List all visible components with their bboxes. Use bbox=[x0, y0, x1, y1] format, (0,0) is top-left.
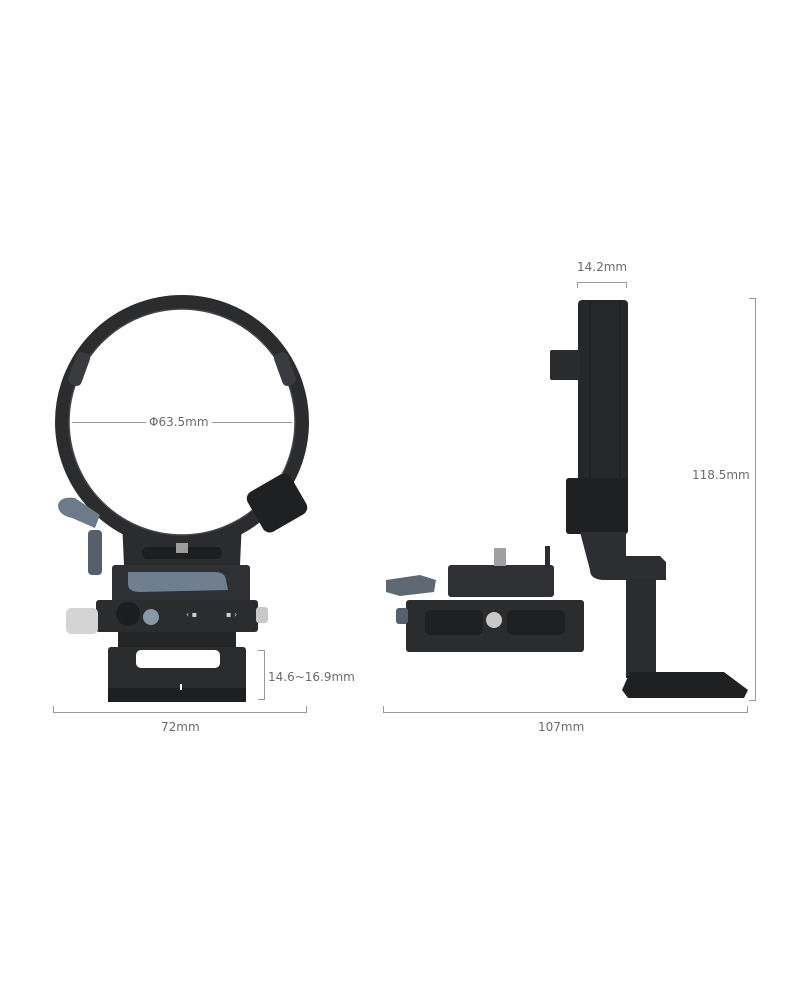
height-adjust-line bbox=[264, 650, 265, 700]
ring-thickness-tick-left bbox=[577, 282, 578, 288]
front-width-tick-left bbox=[53, 706, 54, 713]
ring-thickness-label: 14.2mm bbox=[577, 260, 628, 274]
front-view-drawing: ‹ ▪ ▪ › bbox=[55, 295, 309, 702]
svg-text:‹ ▪: ‹ ▪ bbox=[186, 610, 197, 619]
side-length-tick-left bbox=[383, 706, 384, 713]
side-length-line bbox=[383, 712, 748, 713]
total-height-tick-top bbox=[749, 298, 756, 299]
front-width-label: 72mm bbox=[161, 720, 200, 734]
ring-thickness-line bbox=[577, 282, 627, 283]
lens-diameter-label: Φ63.5mm bbox=[149, 415, 209, 429]
ring-thickness-tick-right bbox=[626, 282, 627, 288]
side-length-tick-right bbox=[747, 706, 748, 713]
diameter-line-left bbox=[72, 422, 146, 423]
total-height-label: 118.5mm bbox=[692, 468, 750, 482]
diameter-line-right bbox=[212, 422, 292, 423]
front-width-line bbox=[53, 712, 307, 713]
total-height-tick-bottom bbox=[749, 700, 756, 701]
height-adjust-tick-bottom bbox=[258, 699, 265, 700]
front-width-tick-right bbox=[306, 706, 307, 713]
svg-text:▪ ›: ▪ › bbox=[226, 610, 237, 619]
side-length-label: 107mm bbox=[538, 720, 585, 734]
height-adjust-tick-top bbox=[258, 650, 265, 651]
front-view: ‹ ▪ ▪ › Φ63.5mm 14.6~16.9mm 72mm bbox=[53, 295, 355, 734]
height-adjust-label: 14.6~16.9mm bbox=[268, 670, 355, 684]
total-height-line bbox=[755, 298, 756, 700]
